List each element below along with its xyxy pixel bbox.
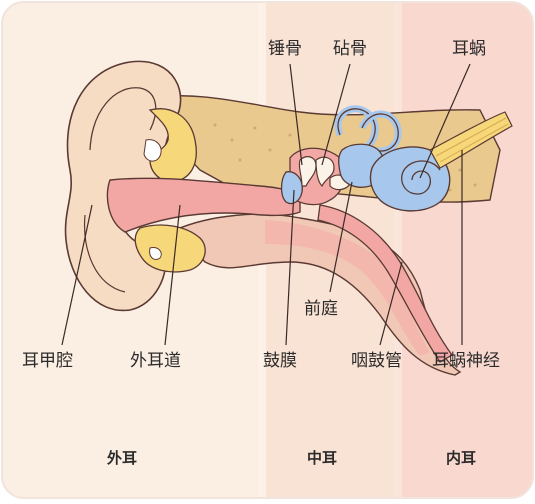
leader-vestibule <box>329 181 353 293</box>
leader-lines <box>61 63 471 346</box>
label-vestibule: 前庭 <box>304 299 338 319</box>
section-inner-ear: 内耳 <box>446 449 477 467</box>
label-malleus: 锤骨 <box>268 39 302 59</box>
eustachian-tube-shape <box>317 204 453 363</box>
incus-shape <box>315 156 335 188</box>
label-eustachian-tube: 咽鼓管 <box>351 351 402 371</box>
leader-concha <box>61 204 93 346</box>
label-incus: 砧骨 <box>333 39 367 59</box>
label-cochlea: 耳蜗 <box>452 39 486 59</box>
malleus-shape <box>298 156 317 187</box>
label-eardrum: 鼓膜 <box>263 351 297 371</box>
cartilage <box>148 108 197 183</box>
label-ear-canal: 外耳道 <box>130 351 181 371</box>
label-concha: 耳甲腔 <box>22 351 73 371</box>
inner-ear-panel <box>398 2 533 498</box>
leader-cochlea <box>419 63 471 179</box>
section-outer-ear: 外耳 <box>107 449 138 467</box>
labyrinth <box>334 105 402 155</box>
leader-eardrum <box>285 189 295 346</box>
leader-malleus <box>289 63 303 166</box>
leader-eustachian-tube <box>379 261 403 346</box>
cochlea-shape <box>369 146 451 212</box>
leader-incus <box>321 63 351 166</box>
section-middle-ear: 中耳 <box>307 449 338 467</box>
label-cochlear-nerve: 耳蜗神经 <box>432 351 500 371</box>
leader-ear-canal <box>164 204 181 346</box>
ear-canal-shape <box>106 177 301 233</box>
eardrum-shape <box>280 171 303 205</box>
